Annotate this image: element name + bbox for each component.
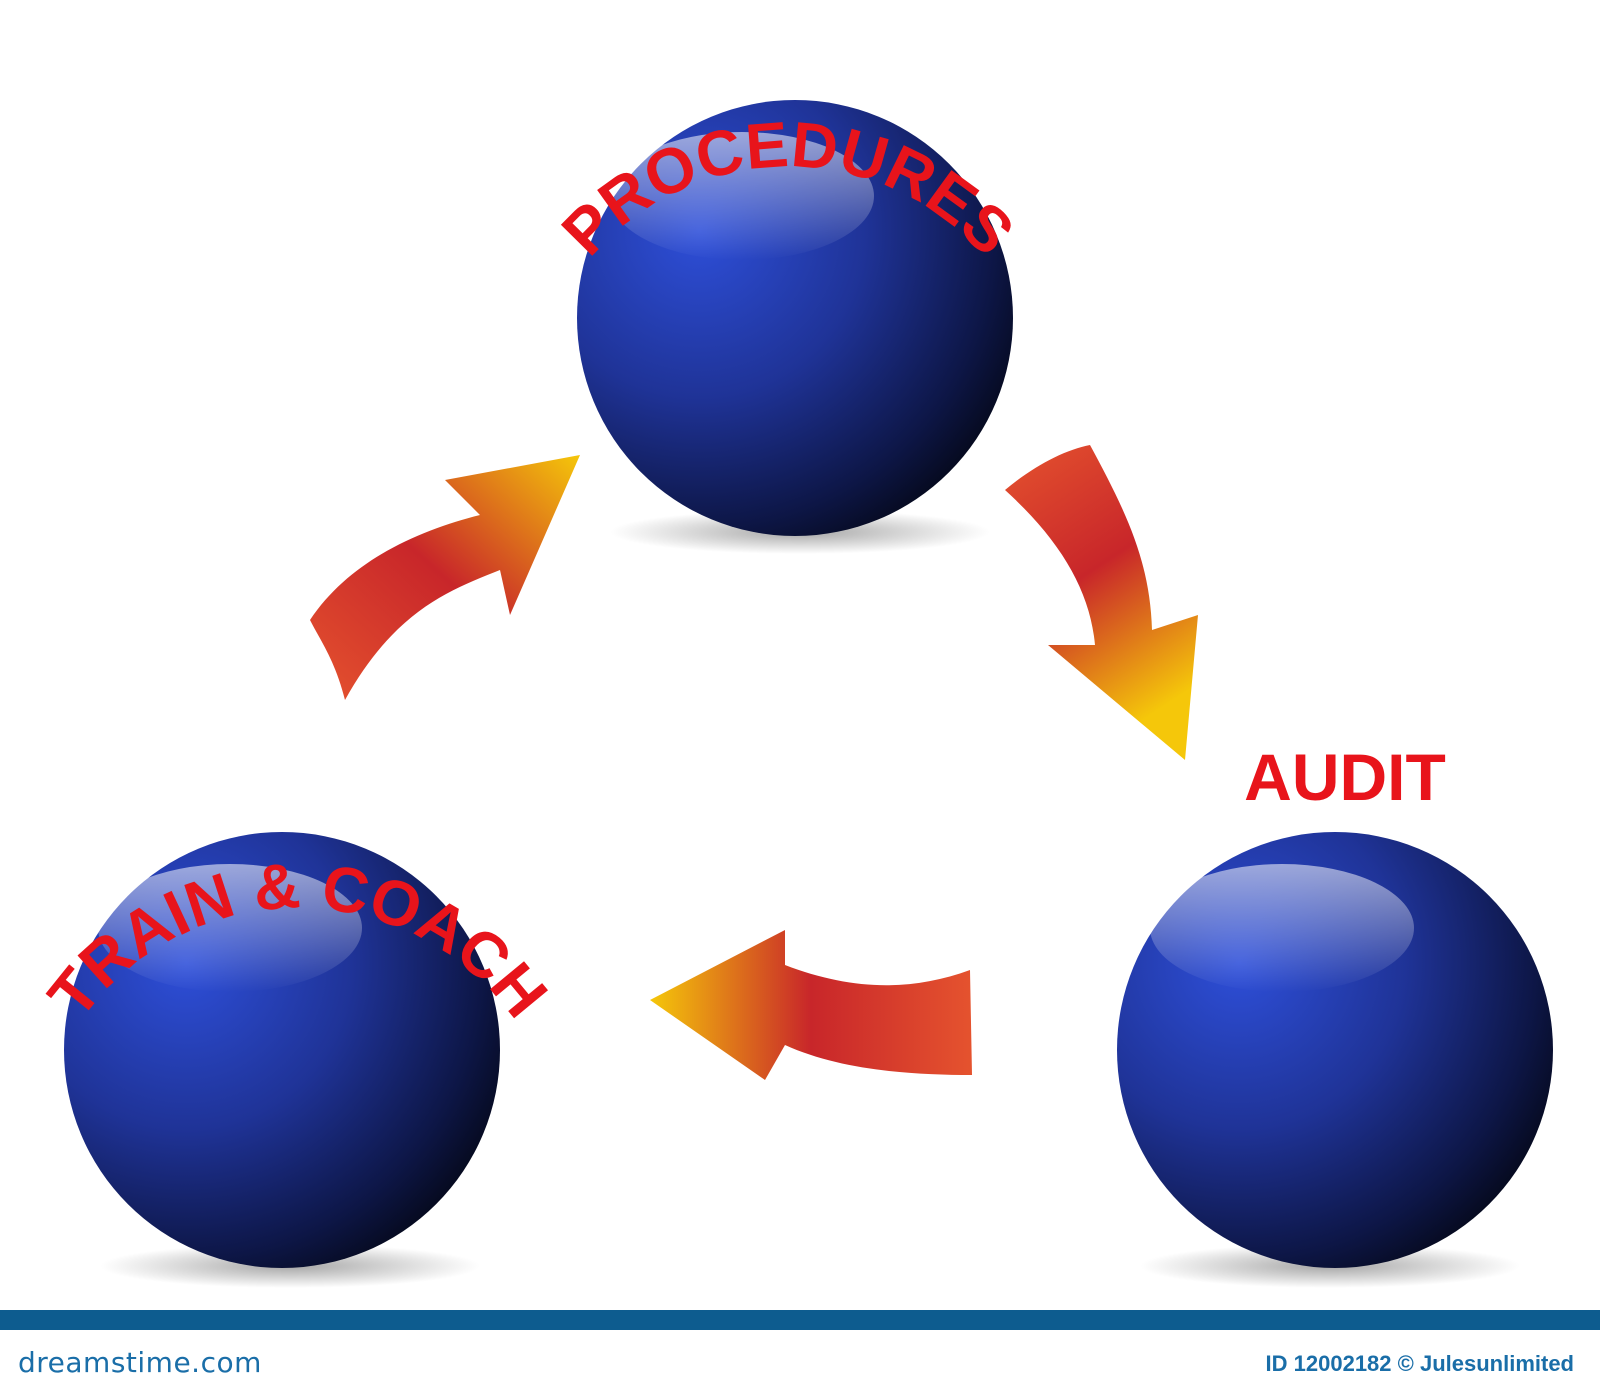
arrow-train-to-procedures	[310, 455, 580, 700]
footer-bar	[0, 1310, 1600, 1330]
footer: dreamstime.com ID 12002182 © Julesunlimi…	[0, 1310, 1600, 1400]
arrow-procedures-to-audit	[1005, 445, 1198, 760]
node-procedures-sphere	[577, 100, 1013, 536]
node-train-sphere	[64, 832, 500, 1268]
sphere-highlight	[98, 864, 362, 992]
label-audit: AUDIT	[1244, 740, 1446, 814]
sphere-highlight	[1150, 864, 1414, 992]
diagram-canvas: PROCEDURES TRAIN & COACH AUDIT	[34, 100, 1553, 1288]
node-audit-sphere	[1117, 832, 1553, 1268]
footer-brand: dreamstime.com	[18, 1346, 262, 1379]
footer-credit: ID 12002182 © Julesunlimited	[1265, 1351, 1574, 1376]
sphere-highlight	[610, 132, 874, 260]
cycle-diagram: PROCEDURES TRAIN & COACH AUDIT	[34, 100, 1553, 1288]
arrow-audit-to-train	[650, 930, 972, 1080]
